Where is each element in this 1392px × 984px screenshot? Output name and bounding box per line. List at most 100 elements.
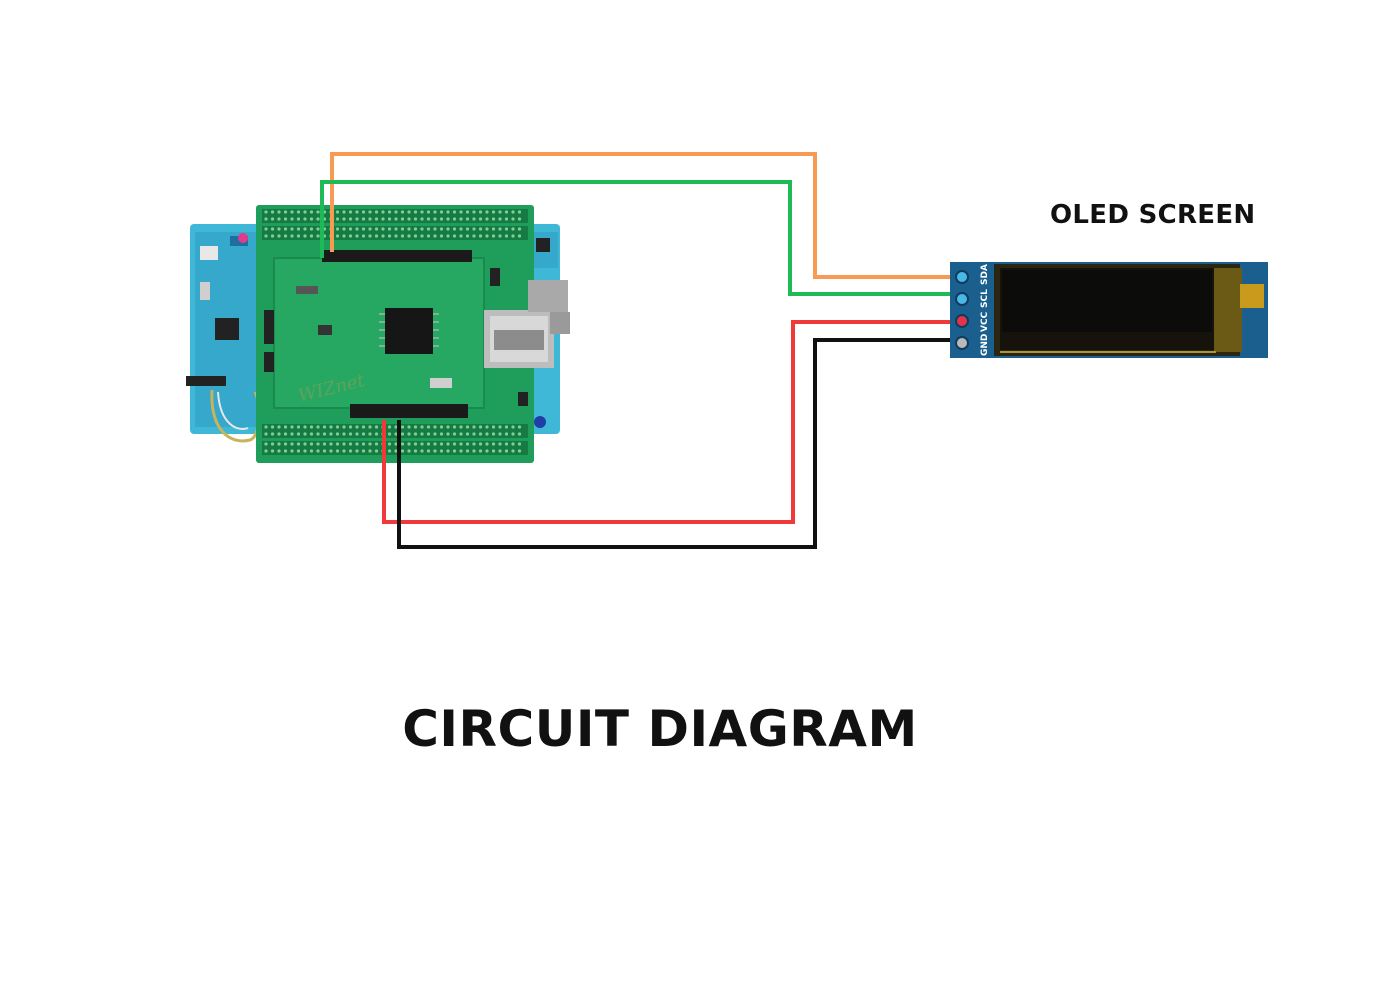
header-pin-dot xyxy=(472,442,476,446)
header-pin-dot xyxy=(270,432,275,436)
header-pin-dot xyxy=(387,442,392,446)
header-pin-dot xyxy=(355,449,359,453)
header-pin-dot xyxy=(472,449,476,453)
header-pin-dot xyxy=(394,217,398,221)
header-pin-dot xyxy=(426,227,431,231)
header-pin-dot xyxy=(472,234,476,238)
header-pin-dot xyxy=(426,449,431,453)
header-pin-dot xyxy=(472,210,476,214)
header-pin-dot xyxy=(387,425,392,429)
header-pin-dot xyxy=(485,449,489,453)
header-pin-dot xyxy=(374,227,379,231)
header-pin-dot xyxy=(407,227,411,231)
header-pin-dot xyxy=(277,217,281,221)
header-pin-dot xyxy=(446,234,450,238)
header-pin-dot xyxy=(485,227,489,231)
header-pin-dot xyxy=(517,442,522,446)
header-pin-dot xyxy=(342,432,346,436)
header-pin-dot xyxy=(491,432,496,436)
header-pin-dot xyxy=(420,442,424,446)
header-pin-dot xyxy=(465,449,470,453)
header-pin-dot xyxy=(348,227,353,231)
header-pin-dot xyxy=(511,217,515,221)
header-pin-dot xyxy=(426,442,431,446)
header-pin-dot xyxy=(355,217,359,221)
header-pin-dot xyxy=(446,210,450,214)
header-pin-dot xyxy=(322,442,327,446)
header-pin-dot xyxy=(465,217,470,221)
header-pin-dot xyxy=(322,432,327,436)
wire-black-gnd xyxy=(397,338,958,549)
header-pin-dot xyxy=(413,234,418,238)
header-pin-dot xyxy=(296,425,301,429)
header-pin-dot xyxy=(335,432,340,436)
header-pin-dot xyxy=(368,425,372,429)
header-pin-dot xyxy=(459,432,463,436)
header-pin-dot xyxy=(270,210,275,214)
header-pin-dot xyxy=(264,442,268,446)
header-pin-dot xyxy=(348,449,353,453)
header-pin-dot xyxy=(504,234,509,238)
header-pin-dot xyxy=(498,449,502,453)
header-pin-dot xyxy=(472,227,476,231)
header-pin-dot xyxy=(374,234,379,238)
header-pin-dot xyxy=(329,425,333,429)
header-pin-dot xyxy=(290,449,294,453)
header-pin-dot xyxy=(316,217,320,221)
header-pin-dot xyxy=(459,210,463,214)
header-pin-dot xyxy=(407,210,411,214)
header-pin-dot xyxy=(264,227,268,231)
header-pin-dot xyxy=(309,432,314,436)
header-pin-dot xyxy=(361,449,366,453)
header-pin-dot xyxy=(485,425,489,429)
header-pin-dot xyxy=(426,217,431,221)
header-pin-dot xyxy=(381,217,385,221)
header-pin-dot xyxy=(368,217,372,221)
header-pin-dot xyxy=(394,210,398,214)
header-pin-dot xyxy=(485,210,489,214)
header-pin-dot xyxy=(290,442,294,446)
header-pin-dot xyxy=(355,425,359,429)
header-pin-dot xyxy=(439,432,444,436)
header-pin-dot xyxy=(478,442,483,446)
pin-label-sda: SDA xyxy=(980,264,990,285)
header-pin-dot xyxy=(270,234,275,238)
header-pin-dot xyxy=(400,432,405,436)
header-pin-dot xyxy=(335,227,340,231)
header-pin-dot xyxy=(342,210,346,214)
header-pin-dot xyxy=(459,442,463,446)
header-pin-dot xyxy=(374,217,379,221)
header-pin-dot xyxy=(309,449,314,453)
header-pin-dot xyxy=(335,234,340,238)
header-pin-dot xyxy=(485,442,489,446)
header-pin-dot xyxy=(439,234,444,238)
header-pin-dot xyxy=(368,227,372,231)
header-pin-dot xyxy=(296,217,301,221)
header-pin-dot xyxy=(270,217,275,221)
header-pin-dot xyxy=(433,449,437,453)
header-pin-dot xyxy=(348,234,353,238)
header-pin-dot xyxy=(296,432,301,436)
header-pin-dot xyxy=(478,210,483,214)
header-pin-dot xyxy=(303,227,307,231)
header-pin-dot xyxy=(361,227,366,231)
header-pin-dot xyxy=(511,210,515,214)
header-pin-dot xyxy=(459,425,463,429)
pin-pad-sda xyxy=(955,270,969,284)
header-pin-dot xyxy=(465,432,470,436)
header-pin-dot xyxy=(504,442,509,446)
header-pin-dot xyxy=(400,442,405,446)
header-pin-dot xyxy=(277,234,281,238)
pin-pad-scl xyxy=(955,292,969,306)
header-pin-dot xyxy=(491,425,496,429)
header-pin-dot xyxy=(400,227,405,231)
header-pin-dot xyxy=(439,442,444,446)
header-pin-dot xyxy=(283,217,288,221)
header-pin-dot xyxy=(426,210,431,214)
header-pin-dot xyxy=(407,425,411,429)
header-pin-dot xyxy=(296,234,301,238)
header-pin-dot xyxy=(348,425,353,429)
header-pin-dot xyxy=(420,432,424,436)
header-pin-dot xyxy=(400,425,405,429)
header-pin-dot xyxy=(439,210,444,214)
